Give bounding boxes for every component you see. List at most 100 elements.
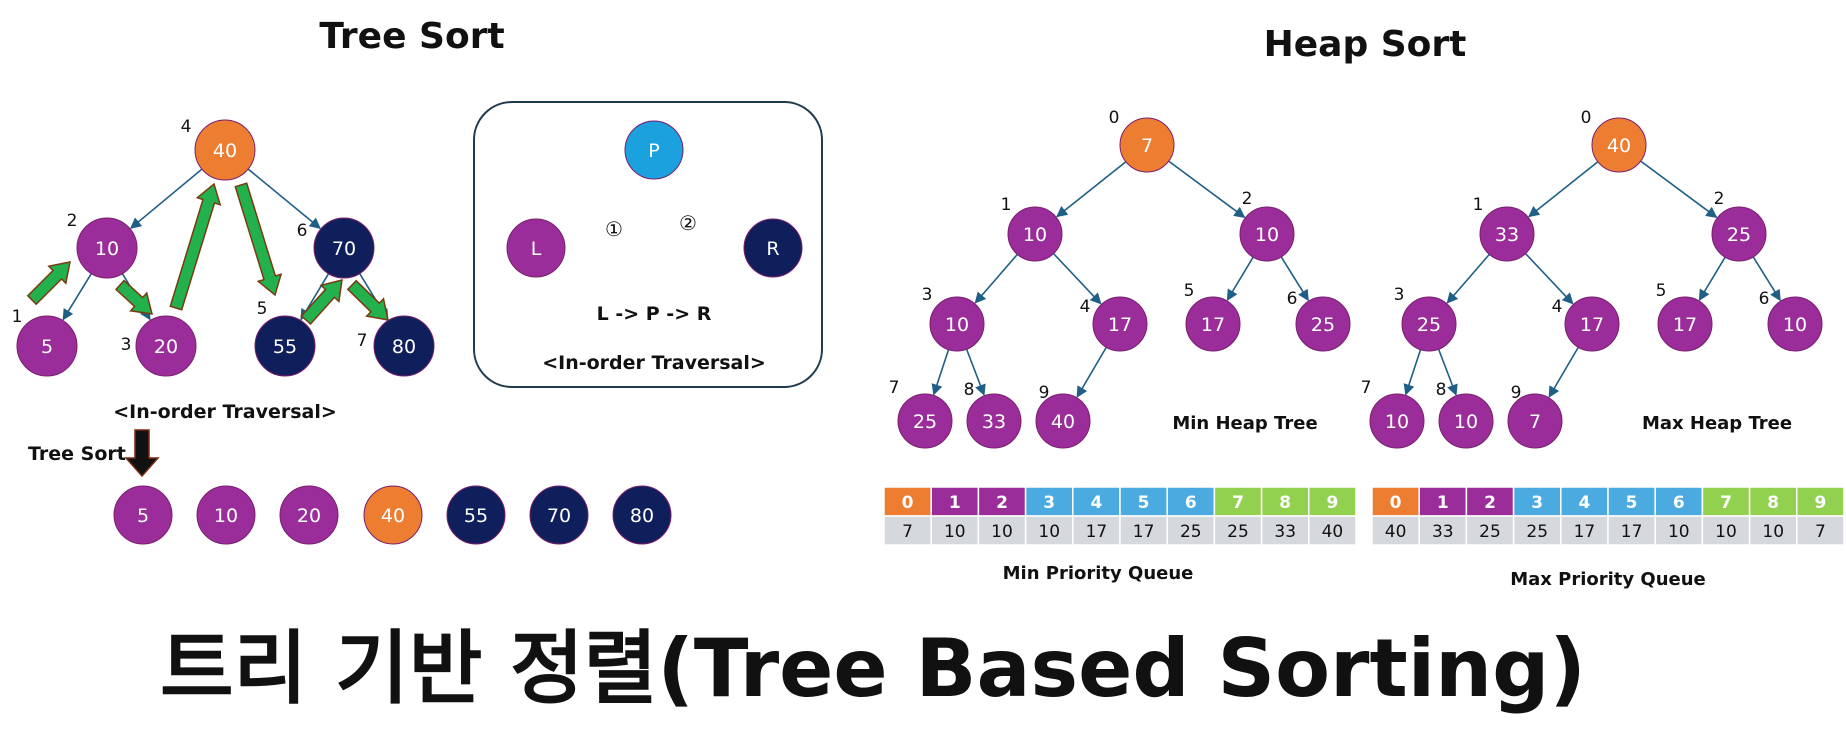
bst-node-index: 4 — [181, 117, 192, 137]
min-queue-index-label: 1 — [949, 493, 961, 513]
max-heap-node-index: 0 — [1581, 108, 1592, 128]
min-queue-value-cell — [1072, 515, 1121, 546]
min-queue-value-label: 40 — [1322, 522, 1344, 542]
min-queue-index-label: 6 — [1185, 493, 1197, 513]
min-queue-index-label: 9 — [1326, 493, 1338, 513]
max-queue-index-label: 6 — [1673, 493, 1685, 513]
min-queue-index-label: 3 — [1043, 493, 1055, 513]
bst-node-70: 70 — [313, 217, 375, 279]
min-heap-node-9: 40 — [1035, 393, 1091, 449]
bst-node-index: 6 — [297, 221, 308, 241]
sorted-node-80-value: 80 — [630, 505, 654, 527]
min-heap-node-3-circle — [929, 296, 985, 352]
tree-edge — [1524, 253, 1574, 305]
min-heap-node-8-circle — [966, 393, 1022, 449]
min-heap-node-index: 4 — [1080, 297, 1091, 317]
sorted-node-40: 40 — [363, 485, 423, 545]
max-heap-node-7-circle — [1369, 393, 1425, 449]
min-heap-node-4-circle — [1092, 296, 1148, 352]
max-queue-index-label: 3 — [1531, 493, 1543, 513]
tree-edge — [129, 168, 203, 229]
max-queue-value-cell — [1701, 515, 1751, 546]
min-heap-node-1: 10 — [1007, 206, 1063, 262]
min-heap-node-9-value: 40 — [1051, 411, 1075, 433]
max-heap-node-3: 25 — [1401, 296, 1457, 352]
bst-node-80-circle — [373, 315, 435, 377]
min-heap-node-8: 33 — [966, 393, 1022, 449]
sorted-node-5-circle — [113, 485, 173, 545]
max-heap-node-index: 2 — [1714, 189, 1725, 209]
tree-edge — [1446, 253, 1490, 304]
max-heap-node-index: 3 — [1394, 285, 1405, 305]
min-heap-node-index: 1 — [1001, 195, 1012, 215]
max-heap-node-index: 5 — [1656, 281, 1667, 301]
max-heap-node-5: 17 — [1657, 296, 1713, 352]
left-node-circle — [506, 218, 566, 278]
main-title: 트리 기반 정렬(Tree Based Sorting) — [160, 622, 1586, 715]
max-heap-node-index: 7 — [1361, 378, 1372, 398]
min-heap-node-7-circle — [897, 393, 953, 449]
max-queue-value-cell — [1465, 515, 1515, 546]
min-queue-value-cell — [930, 515, 980, 546]
max-heap-node-1-value: 33 — [1495, 224, 1519, 246]
max-heap-node-4: 17 — [1564, 296, 1620, 352]
max-queue-index-cell — [1654, 486, 1704, 517]
min-heap-node-index: 8 — [964, 380, 975, 400]
min-heap-node-9-circle — [1035, 393, 1091, 449]
max-heap-node-4-value: 17 — [1580, 314, 1604, 336]
min-queue-value-label: 25 — [1180, 522, 1202, 542]
min-heap-tree-label: Min Heap Tree — [1172, 413, 1317, 434]
traversal-arrow-1 — [26, 261, 71, 306]
max-heap-tree-label: Max Heap Tree — [1642, 413, 1792, 434]
min-heap-node-5: 17 — [1185, 296, 1241, 352]
sorted-node-55-circle — [446, 485, 506, 545]
left-node: L — [506, 218, 566, 278]
min-queue-value-cell — [1308, 515, 1357, 546]
min-heap-node-2-circle — [1239, 206, 1295, 262]
sorted-node-70: 70 — [529, 485, 589, 545]
min-queue-value-cell — [1166, 515, 1216, 546]
max-heap-node-9-circle — [1507, 393, 1563, 449]
sorted-node-5: 5 — [113, 485, 173, 545]
max-queue-index-cell — [1607, 486, 1656, 517]
inorder-box — [473, 101, 823, 388]
max-priority-queue-label: Max Priority Queue — [1510, 569, 1706, 590]
sorted-node-70-value: 70 — [547, 505, 571, 527]
traversal-arrow-6 — [346, 279, 389, 321]
tree-edges — [62, 160, 1781, 398]
sorted-node-40-circle — [363, 485, 423, 545]
max-heap-node-0: 40 — [1591, 117, 1647, 173]
min-queue-value-label: 25 — [1227, 522, 1249, 542]
max-heap-node-2: 25 — [1711, 206, 1767, 262]
bst-node-40: 40 — [194, 119, 256, 181]
min-queue-index-label: 7 — [1232, 493, 1244, 513]
max-heap-node-index: 9 — [1511, 383, 1522, 403]
tree-edge — [1698, 256, 1726, 301]
min-heap-node-0-value: 7 — [1141, 135, 1153, 157]
min-heap-node-5-circle — [1185, 296, 1241, 352]
min-heap-node-7: 25 — [897, 393, 953, 449]
min-queue-value-cell — [1119, 515, 1168, 546]
max-queue-value-label: 25 — [1526, 522, 1548, 542]
bst-node-80-value: 80 — [392, 336, 416, 358]
min-heap-node-index: 7 — [889, 378, 900, 398]
max-heap-node-1-circle — [1479, 206, 1535, 262]
max-queue-value-label: 10 — [1668, 522, 1690, 542]
min-queue-value-label: 10 — [944, 522, 966, 542]
max-heap-node-index: 4 — [1552, 297, 1563, 317]
bst-node-index: 3 — [121, 335, 132, 355]
sorted-node-5-value: 5 — [137, 505, 149, 527]
tree-traversal-label: <In-order Traversal> — [113, 401, 337, 423]
max-queue-value-label: 33 — [1432, 522, 1454, 542]
bst-node-20-circle — [135, 315, 197, 377]
min-heap-node-6-value: 25 — [1311, 314, 1335, 336]
tree-edge — [1076, 346, 1108, 398]
max-queue-index-cell — [1512, 486, 1562, 517]
min-queue-index-label: 0 — [902, 493, 914, 513]
bst-node-55: 55 — [254, 315, 316, 377]
bst-node-5-value: 5 — [41, 336, 53, 358]
min-queue-index-cell — [930, 486, 980, 517]
